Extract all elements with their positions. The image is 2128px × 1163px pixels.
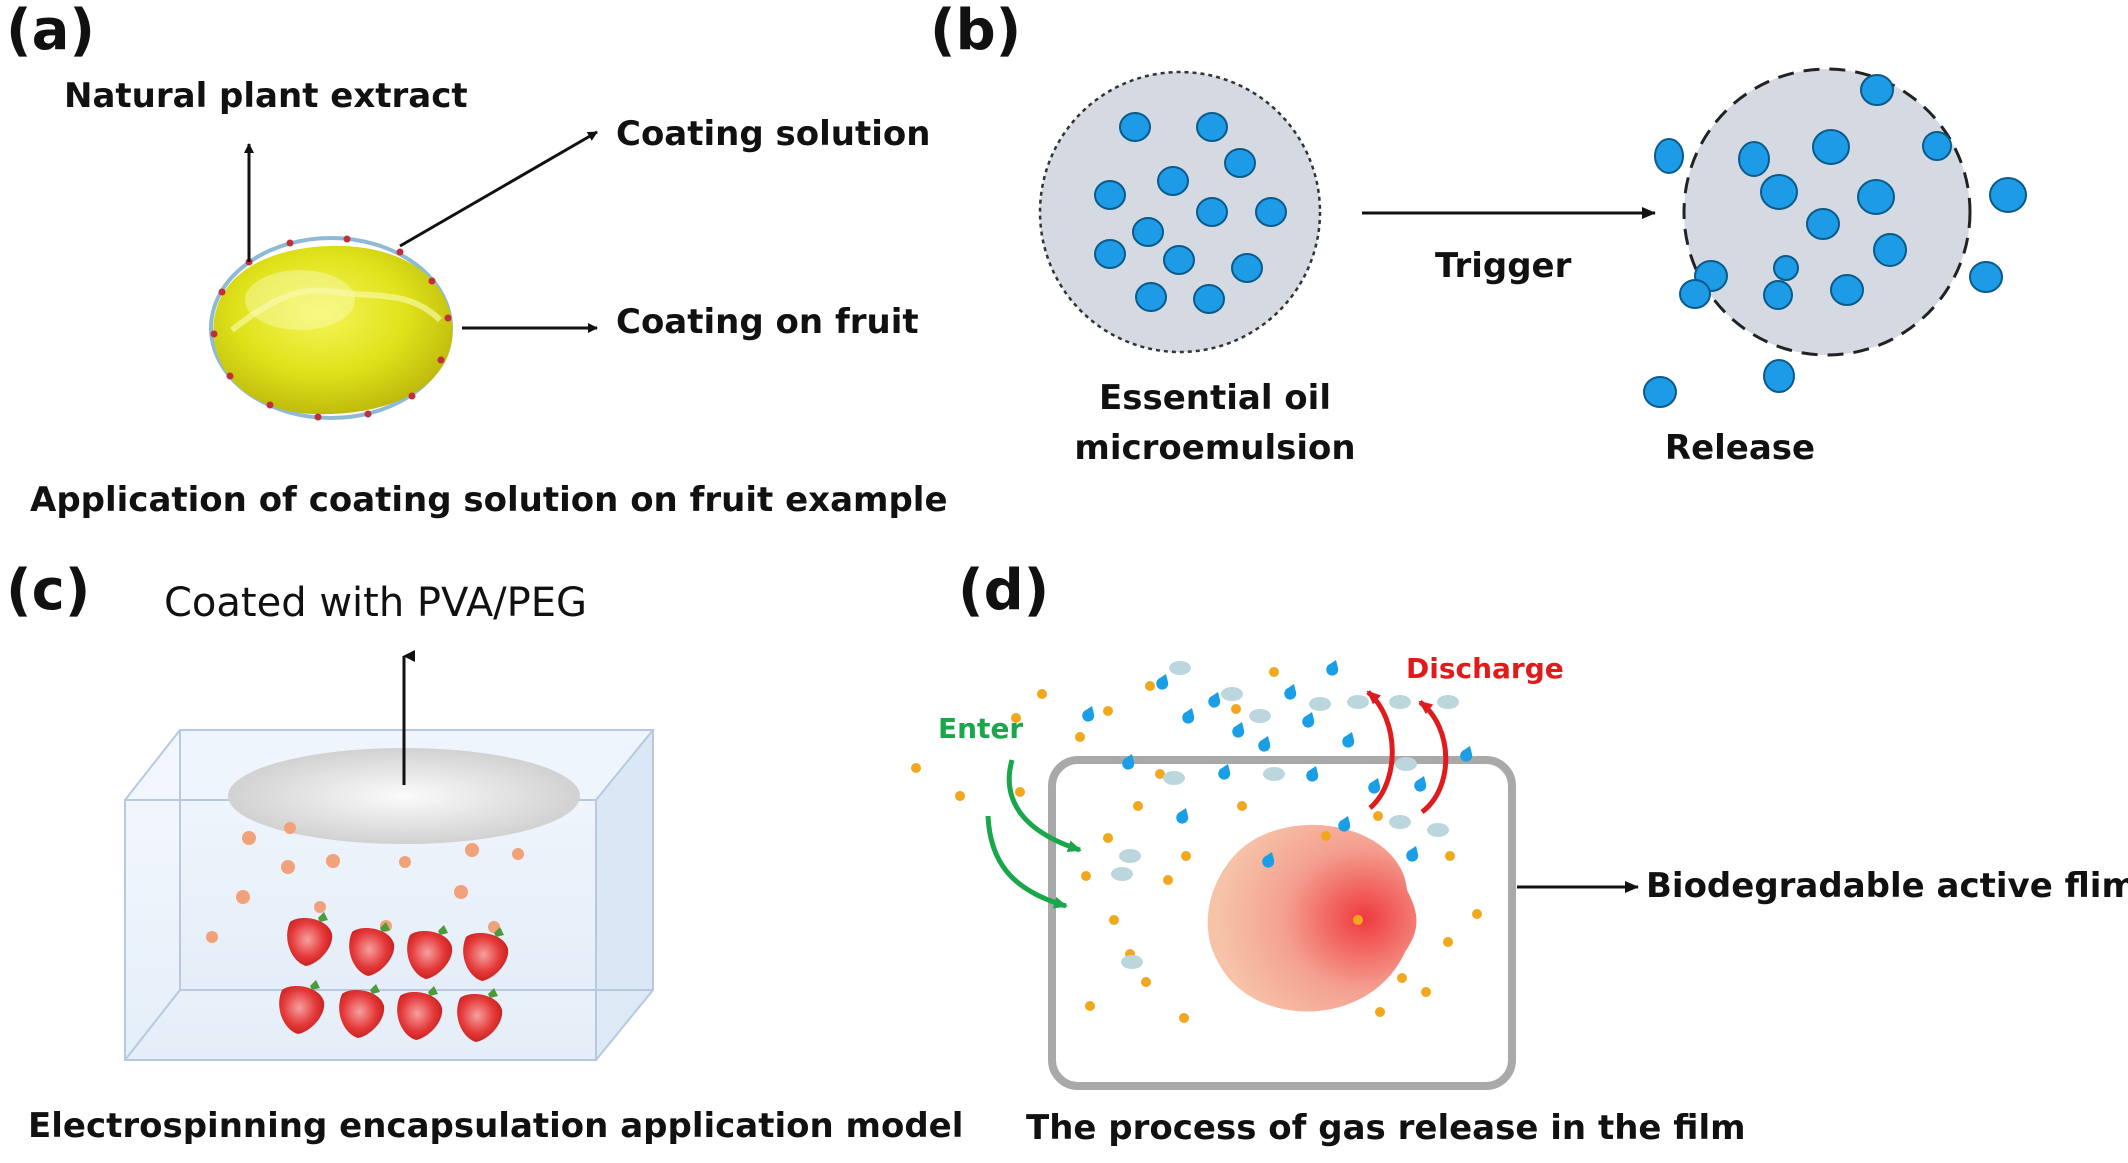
panel-d-caption: The process of gas release in the film — [1026, 1108, 1746, 1148]
left-caption-line2: microemulsion — [1074, 428, 1356, 468]
panel-c: (c) Coated with PVA/PEG Electrospinning … — [0, 558, 964, 1163]
coated-with-pva-peg-label: Coated with PVA/PEG — [164, 580, 588, 626]
coating-solution-label: Coating solution — [616, 114, 931, 154]
electrospinning-model — [124, 650, 656, 1061]
natural-plant-extract-label: Natural plant extract — [64, 76, 468, 116]
panel-a-label: (a) — [6, 0, 95, 63]
strawberries — [279, 912, 509, 1042]
pale-gas-molecules — [1111, 661, 1459, 969]
trigger-label: Trigger — [1435, 246, 1572, 286]
released-droplets-edge — [1654, 138, 1684, 174]
discharge-arrow-2 — [1418, 700, 1449, 814]
panel-a: (a) Natural plant extract Coating soluti… — [0, 0, 1000, 560]
enter-arrow-1 — [1006, 759, 1082, 853]
oil-droplets-inside — [1094, 112, 1287, 314]
blue-gas-molecules — [1082, 660, 1473, 868]
panel-b: (b) Trigger Essential oil microemulsion … — [930, 0, 2128, 560]
lemon-illustration — [209, 130, 598, 421]
orange-gas-molecules — [911, 667, 1482, 1023]
discharge-arrow-1 — [1366, 690, 1395, 810]
panel-c-label: (c) — [6, 558, 91, 623]
lemon-body — [213, 245, 453, 415]
released-particles — [206, 822, 524, 960]
panel-b-label: (b) — [930, 0, 1022, 63]
panel-a-caption: Application of coating solution on fruit… — [30, 480, 948, 520]
coated-disc — [228, 748, 580, 844]
left-caption-line1: Essential oil — [1099, 378, 1331, 418]
panel-d: (d) Enter Discharge Biodegradable active… — [911, 558, 2128, 1163]
microemulsion-diagram — [1038, 67, 2027, 408]
arrow-to-coating-solution — [399, 130, 598, 248]
coating-on-fruit-label: Coating on fruit — [616, 302, 919, 342]
extract-dots — [210, 235, 452, 421]
fruit — [1207, 824, 1417, 1012]
enter-label: Enter — [938, 712, 1024, 745]
panel-d-label: (d) — [958, 558, 1050, 623]
film-label: Biodegradable active flim — [1646, 866, 2128, 906]
panel-c-caption: Electrospinning encapsulation applicatio… — [28, 1106, 964, 1146]
oil-droplets-released — [1679, 74, 2027, 310]
gas-release-diagram — [911, 660, 1639, 1090]
released-outer-droplets — [1643, 359, 1795, 408]
release-label: Release — [1664, 428, 1816, 468]
enter-arrow-2 — [985, 815, 1068, 909]
discharge-label: Discharge — [1406, 652, 1564, 685]
